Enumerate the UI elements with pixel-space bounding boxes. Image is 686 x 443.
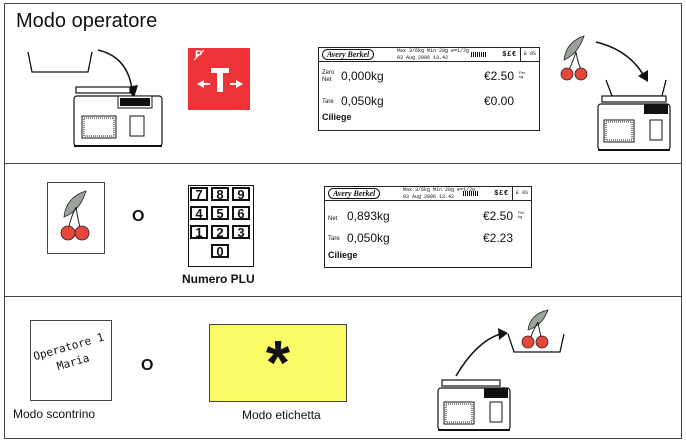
- keypad-key-3[interactable]: 3: [232, 225, 250, 239]
- empty-tray-to-scale-diagram: [27, 49, 163, 147]
- modo-scontrino-label: Modo scontrino: [13, 407, 96, 421]
- total-price: €0.00: [484, 94, 515, 108]
- tare-button-icon[interactable]: P: [188, 48, 250, 110]
- title-modo-operatore: Modo operatore: [16, 10, 158, 32]
- tare-label: Tare: [328, 236, 340, 242]
- tray-icon: [605, 79, 667, 97]
- unit-price: €2.50: [483, 209, 514, 223]
- net-weight: 0,000kg: [341, 69, 384, 83]
- cherry-icon: [560, 35, 588, 81]
- keypad-key-2[interactable]: 2: [211, 225, 229, 239]
- display-date: 03 Aug 2006 13.42: [397, 55, 449, 61]
- scale-icon: [597, 95, 671, 151]
- display-header: Max 3/6kg Min 20g e=1/2g: [403, 187, 476, 193]
- scale-display-row2: Avery Berkel Max 3/6kg Min 20g e=1/2g 03…: [324, 186, 532, 268]
- empty-tray-icon: [27, 51, 93, 73]
- numero-plu-label: Numero PLU: [182, 272, 255, 286]
- display-tail: £ 0S: [512, 187, 531, 200]
- brand-logo: Avery Berkel: [322, 49, 375, 60]
- net-label: Net: [322, 77, 332, 83]
- scale-icon: [73, 86, 163, 147]
- brand-logo: Avery Berkel: [328, 188, 381, 199]
- display-header: Max 3/6kg Min 20g e=1/2g: [397, 48, 470, 54]
- scale-to-cherries-diagram: [437, 309, 565, 431]
- arrow-icon: [455, 333, 501, 377]
- keypad-key-1[interactable]: 1: [190, 225, 208, 239]
- net-label: Net: [328, 216, 338, 222]
- unit-price: €2.50: [484, 69, 515, 83]
- product-name: Ciliege: [322, 112, 352, 122]
- operator-card-text: Operatore 1 Maria: [28, 329, 114, 382]
- keypad-key-8[interactable]: 8: [211, 187, 229, 201]
- barcode-icon: [471, 52, 487, 57]
- arrow-icon: [97, 49, 133, 91]
- currency-icons: $£€: [494, 190, 509, 197]
- tray-icon: [507, 333, 565, 353]
- zero-label: Zero: [322, 70, 335, 76]
- currency-icons: $£€: [502, 51, 517, 58]
- keypad-key-4[interactable]: 4: [190, 206, 208, 220]
- cherries-into-scale-diagram: [560, 35, 671, 151]
- keypad-key-6[interactable]: 6: [232, 206, 250, 220]
- net-weight: 0,893kg: [347, 209, 390, 223]
- label-mode-key[interactable]: *: [209, 324, 347, 402]
- asterisk-icon: *: [265, 329, 291, 398]
- product-cherry-box: [47, 182, 105, 254]
- product-name: Ciliege: [328, 250, 358, 260]
- keypad-key-7[interactable]: 7: [190, 187, 208, 201]
- keypad-key-9[interactable]: 9: [232, 187, 250, 201]
- scale-display-row1: Avery Berkel Max 3/6kg Min 20g e=1/2g 03…: [318, 47, 540, 131]
- operator-card[interactable]: Operatore 1 Maria: [30, 320, 112, 401]
- scale-icon: [437, 379, 511, 431]
- cherry-icon: [521, 309, 549, 349]
- arrow-icon: [595, 41, 645, 77]
- or-label-row3: O: [141, 357, 154, 374]
- total-price: €2.23: [483, 231, 514, 245]
- per-kg-label: Per kg: [518, 210, 525, 219]
- or-label-row2: O: [132, 208, 145, 225]
- cherry-icon: [60, 190, 90, 241]
- tare-weight: 0,050kg: [341, 94, 384, 108]
- tare-label: Tare: [322, 99, 334, 105]
- keypad-key-0[interactable]: 0: [211, 244, 229, 258]
- keypad-key-5[interactable]: 5: [211, 206, 229, 220]
- barcode-icon: [463, 191, 479, 196]
- display-tail: £ 0S: [520, 48, 539, 61]
- display-date: 03 Aug 2006 13.42: [403, 194, 455, 200]
- modo-etichetta-label: Modo etichetta: [242, 408, 321, 422]
- tare-weight: 0,050kg: [347, 231, 390, 245]
- per-kg-label: Per kg: [519, 70, 526, 79]
